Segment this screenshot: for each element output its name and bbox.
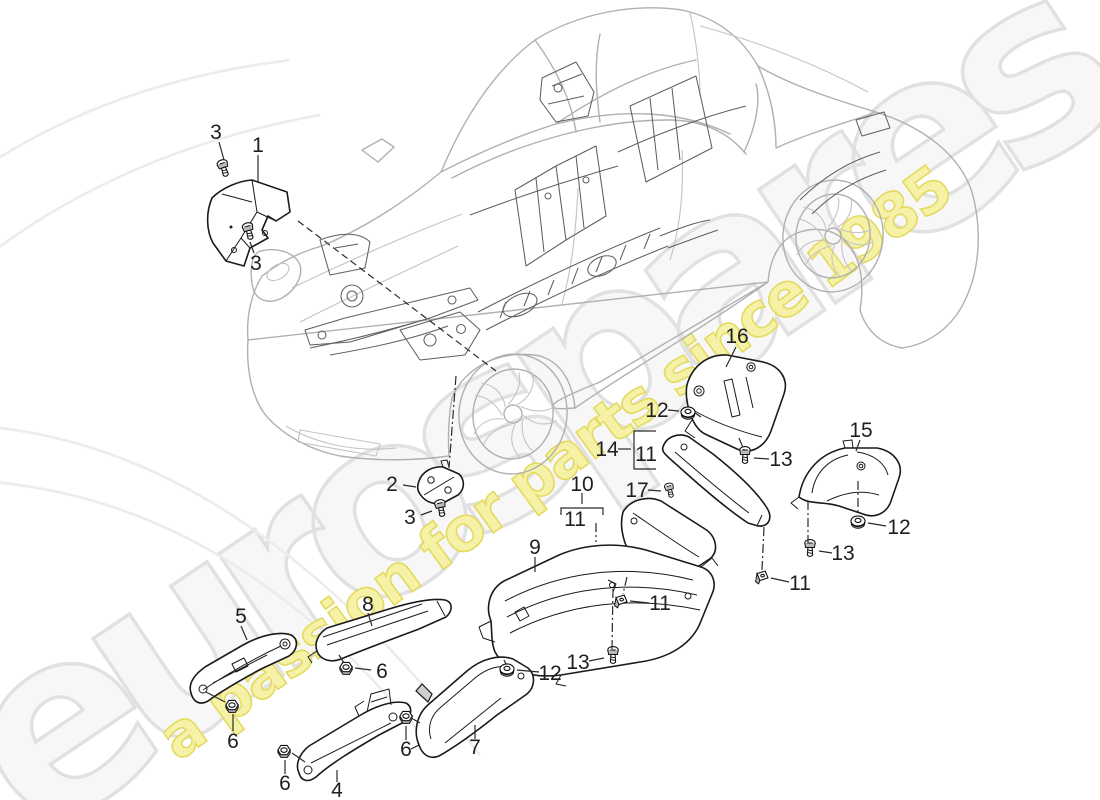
- leader-line: [611, 588, 614, 650]
- rear-wheel: [782, 179, 884, 293]
- leader-line: [647, 489, 662, 492]
- nut-6-icon: [225, 699, 239, 713]
- car-wireframe: [246, 7, 979, 475]
- leader-line: [412, 718, 421, 724]
- part-drawing-2: [416, 459, 465, 505]
- leader-line: [402, 484, 417, 488]
- leader-line: [420, 510, 433, 516]
- part-drawing-16: [684, 354, 787, 452]
- watermark-swoosh: [0, 58, 291, 159]
- part-drawing-9: [478, 544, 719, 687]
- part-callout-13-c[interactable]: 13: [566, 651, 589, 674]
- part-callout-3-a[interactable]: 3: [210, 121, 222, 144]
- nut-6-icon: [339, 661, 353, 675]
- part-callout-11-a[interactable]: 11: [789, 572, 811, 595]
- leader-line: [448, 375, 457, 469]
- part-callout-10[interactable]: 10: [570, 473, 593, 496]
- grommet-12-icon: [499, 663, 515, 677]
- part-callout-13-a[interactable]: 13: [769, 448, 792, 471]
- part-callout-16[interactable]: 16: [725, 325, 748, 348]
- leader-line: [738, 437, 745, 451]
- part-callout-11-b[interactable]: 11: [649, 592, 671, 615]
- part-callout-12-c[interactable]: 12: [538, 662, 561, 685]
- leader-line: [503, 659, 507, 665]
- part-callout-8[interactable]: 8: [362, 593, 374, 616]
- leader-line: [240, 625, 248, 641]
- part-callout-11-bracket-a[interactable]: 11: [635, 443, 657, 466]
- part-callout-6-c[interactable]: 6: [279, 772, 291, 795]
- leader-line: [622, 576, 628, 595]
- leader-line: [297, 220, 497, 372]
- part-callout-6-d[interactable]: 6: [400, 738, 412, 761]
- nut-6-icon: [399, 710, 413, 724]
- leader-line: [205, 691, 226, 703]
- part-callout-12-a[interactable]: 12: [645, 399, 668, 422]
- parts-layer: [189, 179, 901, 782]
- part-callout-3-b[interactable]: 3: [250, 252, 262, 275]
- group-bracket-10-11: [560, 507, 604, 515]
- leader-line: [338, 654, 345, 664]
- group-bracket-14-11: [633, 430, 656, 470]
- leader-line: [291, 752, 306, 763]
- leader-line: [855, 439, 861, 452]
- chassis-structure: [304, 61, 891, 361]
- leader-line: [694, 412, 702, 418]
- leader-line: [354, 667, 372, 671]
- leader-line: [367, 612, 373, 627]
- part-callout-3-c[interactable]: 3: [404, 506, 416, 529]
- part-drawing-7: [410, 656, 535, 759]
- part-drawing-15: [790, 439, 901, 517]
- screw-17-icon: [663, 481, 677, 499]
- watermark-swoosh: [0, 113, 321, 249]
- front-wheel: [458, 353, 568, 475]
- part-callout-17[interactable]: 17: [625, 479, 648, 502]
- nut-6-icon: [277, 744, 291, 758]
- part-callout-6-a[interactable]: 6: [376, 660, 388, 683]
- part-callout-1[interactable]: 1: [252, 134, 264, 157]
- leader-lines: [205, 141, 887, 782]
- leader-line: [249, 241, 255, 254]
- part-callout-4[interactable]: 4: [331, 779, 343, 800]
- leader-line: [770, 577, 790, 583]
- leader-line: [218, 141, 225, 161]
- leader-line: [818, 550, 833, 554]
- screw-3-icon: [215, 157, 232, 179]
- part-drawing-14: [661, 434, 771, 527]
- clip-11-icon: [755, 570, 769, 585]
- part-callout-5[interactable]: 5: [235, 605, 247, 628]
- grommet-12-icon: [680, 406, 696, 420]
- watermark-swoosh: [0, 481, 432, 746]
- part-callout-9[interactable]: 9: [529, 536, 541, 559]
- part-callout-11-bracket-b[interactable]: 11: [564, 508, 586, 531]
- grommet-12-icon: [850, 515, 866, 529]
- watermark-swoosh: [0, 426, 482, 756]
- screw-13-icon: [804, 539, 816, 558]
- leader-line: [753, 457, 770, 460]
- leader-line: [667, 409, 680, 412]
- part-callout-14[interactable]: 14: [595, 438, 619, 461]
- leader-line: [588, 657, 605, 662]
- leader-line: [725, 346, 737, 368]
- leader-line: [761, 526, 765, 571]
- part-callout-7[interactable]: 7: [469, 736, 481, 759]
- part-callout-15[interactable]: 15: [849, 419, 872, 442]
- part-callout-13-b[interactable]: 13: [831, 542, 854, 565]
- part-callout-12-b[interactable]: 12: [887, 516, 910, 539]
- part-callout-6-b[interactable]: 6: [227, 730, 239, 753]
- leader-line: [516, 669, 540, 673]
- part-callout-2[interactable]: 2: [386, 473, 398, 496]
- part-drawing-5: [189, 632, 298, 704]
- screw-13-icon: [739, 446, 751, 465]
- leader-line: [867, 522, 887, 527]
- leader-line: [629, 600, 650, 604]
